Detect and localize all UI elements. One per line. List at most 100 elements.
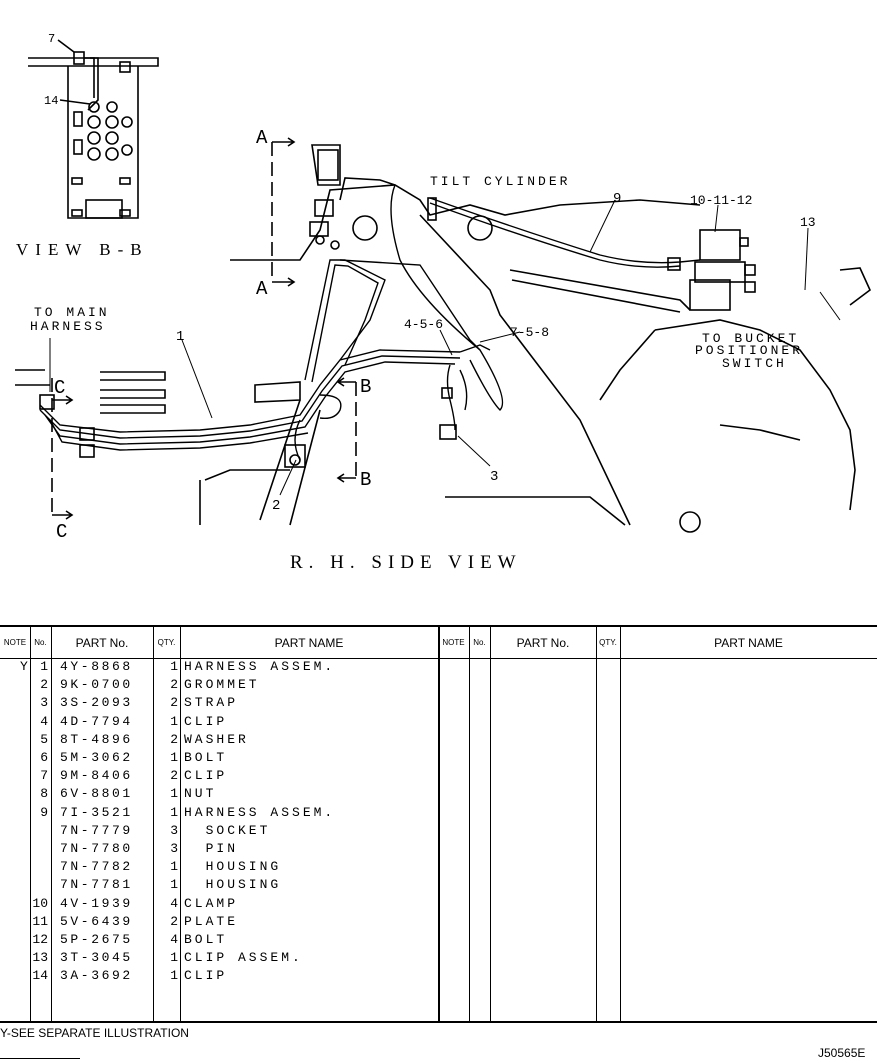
drawing-title: R. H. SIDE VIEW: [290, 552, 522, 573]
part-number-cell: 3A-3692: [60, 968, 133, 984]
part-number-cell: 9K-0700: [60, 677, 133, 693]
part-name-cell: WASHER: [184, 731, 249, 747]
section-a-bottom: A: [256, 278, 268, 300]
callout-2: 2: [272, 498, 280, 514]
item-number-cell: 14: [32, 968, 48, 984]
part-number-cell: 5M-3062: [60, 750, 133, 765]
item-number-cell: 5: [40, 731, 48, 747]
note-cell: Y: [20, 659, 28, 674]
part-number-cell: 7N-7782: [60, 859, 133, 875]
part-name-cell: HARNESS ASSEM.: [184, 804, 336, 820]
components: [39, 144, 756, 468]
quantity-cell: 4: [170, 932, 178, 947]
callout-14: 14: [44, 94, 58, 108]
table-row: 7N-7781 1 HOUSING: [0, 877, 440, 895]
view-bb-detail: [28, 39, 159, 219]
item-number-cell: 13: [32, 950, 48, 966]
footer-rule: [0, 1058, 80, 1059]
item-number-cell: 1: [40, 659, 48, 674]
part-number-cell: 7I-3521: [60, 804, 133, 820]
view-bb-label: VIEW B-B: [16, 240, 149, 259]
part-name-cell: STRAP: [184, 695, 239, 711]
part-number-cell: 5V-6439: [60, 913, 133, 929]
part-name-cell: PLATE: [184, 913, 239, 929]
quantity-cell: 1: [170, 877, 178, 893]
part-number-cell: 3T-3045: [60, 950, 133, 966]
part-name-cell: CLIP: [184, 768, 228, 784]
table-row: 12 5P-2675 4 BOLT: [0, 932, 440, 950]
part-name-cell: PIN: [184, 841, 239, 856]
part-name-cell: BOLT: [184, 932, 228, 947]
item-number-cell: 12: [32, 932, 48, 947]
leader-lines: [49, 199, 841, 496]
quantity-cell: 4: [170, 895, 178, 911]
quantity-cell: 1: [170, 804, 178, 820]
part-number-cell: 9M-8406: [60, 768, 133, 784]
header-qty: QTY.: [157, 638, 176, 647]
callout-1: 1: [176, 329, 184, 345]
header-note: NOTE: [3, 638, 27, 647]
part-name-cell: SOCKET: [184, 822, 271, 838]
part-number-cell: 7N-7781: [60, 877, 133, 893]
table-row: 13 3T-3045 1 CLIP ASSEM.: [0, 950, 440, 968]
header-part-no: PART No.: [75, 635, 129, 650]
drawing-code: J50565E: [818, 1046, 866, 1060]
tilt-cylinder-label: TILT CYLINDER: [430, 174, 571, 189]
part-name-cell: CLIP: [184, 713, 228, 729]
callout-13: 13: [800, 215, 816, 230]
callout-9: 9: [613, 191, 621, 207]
header-qty-2: QTY.: [599, 638, 617, 647]
quantity-cell: 2: [170, 695, 178, 711]
callout-7: 7: [48, 32, 55, 46]
section-a-top: A: [256, 127, 268, 149]
loader-frame: [15, 177, 871, 533]
callout-10-11-12: 10-11-12: [690, 193, 752, 208]
item-number-cell: 3: [40, 695, 48, 711]
item-number-cell: 4: [40, 713, 48, 729]
quantity-cell: 2: [170, 677, 178, 693]
header-no-2: No.: [473, 638, 486, 647]
quantity-cell: 1: [170, 968, 178, 984]
table-row: 9 7I-3521 1 HARNESS ASSEM.: [0, 805, 440, 823]
header-note-2: NOTE: [442, 638, 465, 647]
to-bucket-label-1: TO BUCKET: [702, 331, 800, 346]
item-number-cell: 2: [40, 677, 48, 693]
quantity-cell: 2: [170, 913, 178, 929]
table-row: 11 5V-6439 2 PLATE: [0, 914, 440, 932]
part-name-cell: CLIP ASSEM.: [184, 950, 303, 966]
part-name-cell: HARNESS ASSEM.: [184, 659, 336, 674]
header-part-name-2: PART NAME: [714, 635, 783, 650]
item-number-cell: 11: [32, 913, 48, 929]
item-number-cell: 9: [40, 804, 48, 820]
callout-4-5-6: 4-5-6: [404, 317, 443, 332]
quantity-cell: 1: [170, 659, 178, 674]
part-number-cell: 4D-7794: [60, 713, 133, 729]
part-name-cell: HOUSING: [184, 859, 282, 875]
item-number-cell: 8: [40, 786, 48, 802]
section-c-top: C: [54, 377, 65, 399]
section-b-top: B: [360, 376, 371, 398]
quantity-cell: 3: [170, 841, 178, 856]
section-c-bottom: C: [56, 521, 67, 543]
to-main-harness-label-2: HARNESS: [30, 319, 106, 334]
part-name-cell: HOUSING: [184, 877, 282, 893]
part-number-cell: 4V-1939: [60, 895, 133, 911]
part-number-cell: 4Y-8868: [60, 659, 133, 674]
quantity-cell: 1: [170, 950, 178, 966]
quantity-cell: 2: [170, 768, 178, 784]
quantity-cell: 3: [170, 822, 178, 838]
part-number-cell: 5P-2675: [60, 932, 133, 947]
quantity-cell: 2: [170, 731, 178, 747]
parts-table: NOTE No. PART No. QTY. PART NAME NOTE No…: [0, 625, 877, 1023]
footer-note: Y-SEE SEPARATE ILLUSTRATION: [0, 1026, 189, 1040]
